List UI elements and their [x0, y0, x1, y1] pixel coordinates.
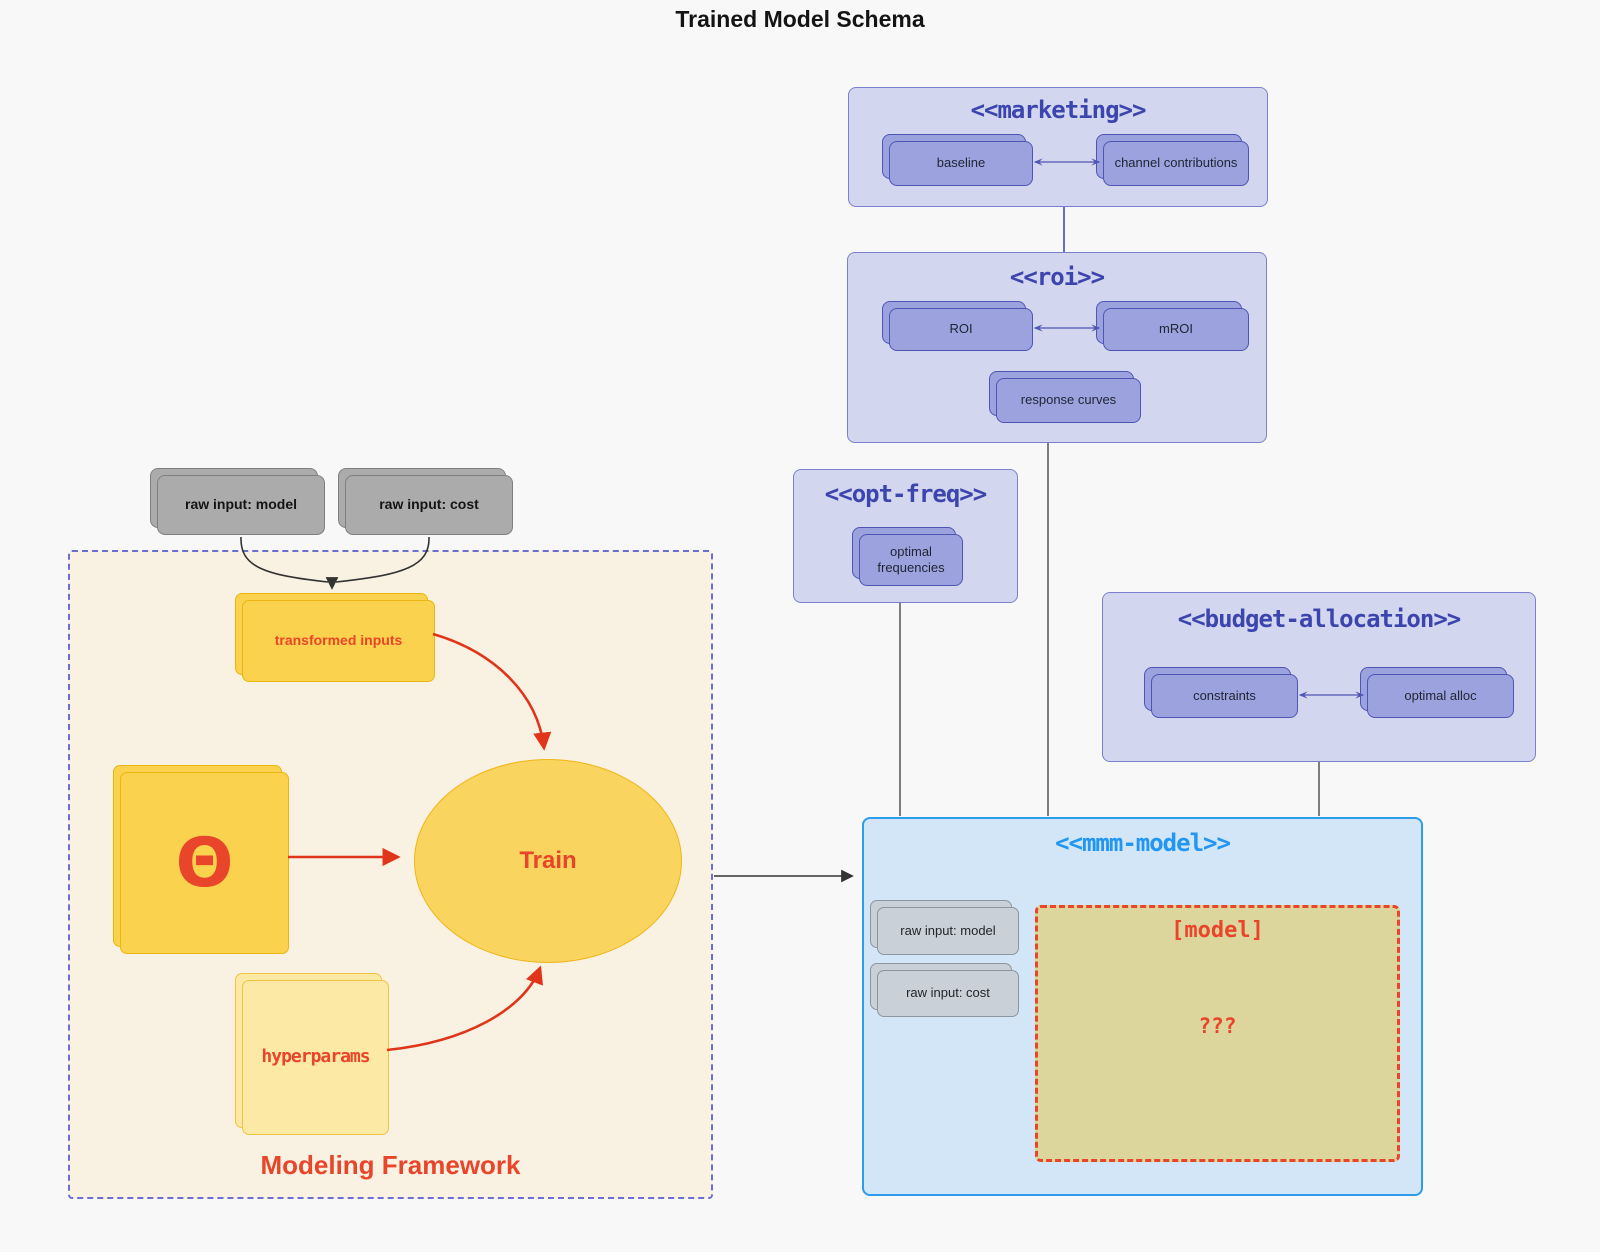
opt-freq-group-title: <<opt-freq>> [824, 480, 987, 508]
raw-input-model-label: raw input: model [157, 475, 325, 535]
train-label: Train [519, 847, 577, 874]
mmm-raw-input-model-label: raw input: model [877, 907, 1019, 955]
marketing-group-title: <<marketing>> [970, 96, 1147, 124]
mmm-raw-input-cost-label: raw input: cost [877, 970, 1019, 1017]
budget-allocation-group-title: <<budget-allocation>> [1177, 605, 1461, 633]
roi-node: ROI [882, 301, 1033, 351]
optimal-alloc-label: optimal alloc [1367, 674, 1514, 718]
model-placeholder-box: [model] ??? [1035, 905, 1400, 1162]
raw-input-cost-node: raw input: cost [338, 468, 513, 535]
optimal-frequencies-node: optimal frequencies [852, 527, 963, 586]
response-curves-node: response curves [989, 371, 1141, 423]
response-curves-label: response curves [996, 378, 1141, 423]
channel-contributions-label: channel contributions [1103, 141, 1249, 186]
model-placeholder-title: [model] [1171, 918, 1264, 943]
baseline-node: baseline [882, 134, 1033, 186]
mmm-model-group-title: <<mmm-model>> [1055, 829, 1231, 857]
roi-group-title: <<roi>> [1009, 263, 1105, 291]
hyperparams-node: hyperparams [235, 973, 389, 1135]
mmm-raw-input-model-node: raw input: model [870, 900, 1019, 955]
transformed-inputs-node: transformed inputs [235, 593, 435, 682]
channel-contributions-node: channel contributions [1096, 134, 1249, 186]
optimal-alloc-node: optimal alloc [1360, 667, 1514, 718]
marketing-group: <<marketing>> baseline channel contribut… [848, 87, 1268, 207]
page-title: Trained Model Schema [675, 6, 925, 32]
roi-label: ROI [889, 308, 1033, 351]
constraints-node: constraints [1144, 667, 1298, 718]
roi-group: <<roi>> ROI mROI response curves [847, 252, 1267, 443]
mmm-model-group: <<mmm-model>> raw input: model raw input… [862, 817, 1423, 1196]
baseline-label: baseline [889, 141, 1033, 186]
hyperparams-label: hyperparams [242, 980, 389, 1135]
theta-node: Θ [113, 765, 289, 954]
raw-input-model-node: raw input: model [150, 468, 325, 535]
model-unknown-label: ??? [1198, 1014, 1237, 1038]
train-node: Train [414, 759, 682, 963]
budget-allocation-group: <<budget-allocation>> constraints optima… [1102, 592, 1536, 762]
mroi-label: mROI [1103, 308, 1249, 351]
mroi-node: mROI [1096, 301, 1249, 351]
optimal-frequencies-label: optimal frequencies [859, 534, 963, 586]
theta-label: Θ [120, 772, 289, 954]
transformed-inputs-label: transformed inputs [242, 600, 435, 682]
modeling-framework-label: Modeling Framework [260, 1150, 521, 1180]
modeling-framework-group: transformed inputs Θ Train hyperparams M… [68, 550, 713, 1199]
constraints-label: constraints [1151, 674, 1298, 718]
opt-freq-group: <<opt-freq>> optimal frequencies [793, 469, 1018, 603]
raw-input-cost-label: raw input: cost [345, 475, 513, 535]
mmm-raw-input-cost-node: raw input: cost [870, 963, 1019, 1017]
